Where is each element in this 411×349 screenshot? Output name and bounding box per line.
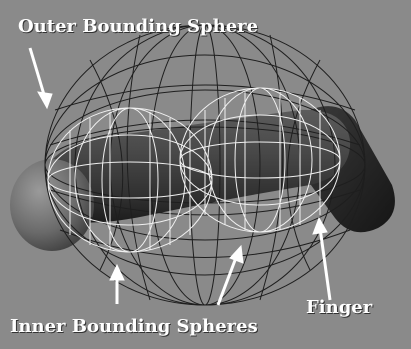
label-inner-bounding-spheres: Inner Bounding Spheres	[10, 316, 258, 337]
label-finger: Finger	[306, 297, 372, 318]
label-outer-bounding-sphere: Outer Bounding Sphere	[18, 16, 258, 37]
